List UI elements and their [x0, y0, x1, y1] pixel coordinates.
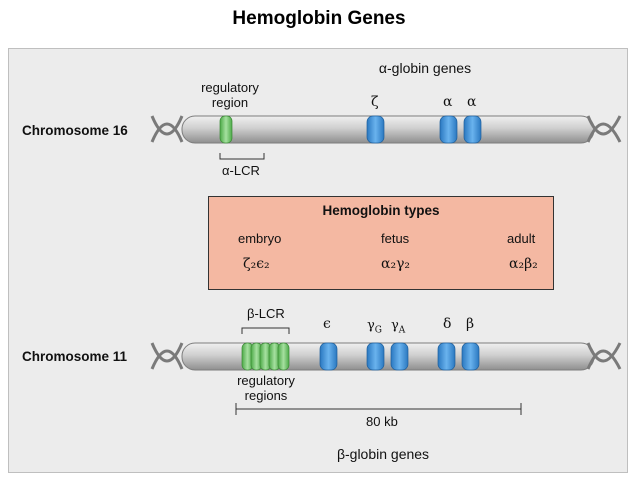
beta-regulatory-regions — [241, 342, 290, 371]
gene-gamma-g — [366, 342, 385, 371]
gene-gamma-a — [390, 342, 409, 371]
gene-label-zeta: ζ — [371, 94, 379, 110]
alpha-regulatory-label: regulatory region — [190, 80, 270, 110]
gene-label-alpha-1: α — [467, 94, 477, 110]
page-title: Hemoglobin Genes — [232, 8, 406, 29]
gene-zeta — [366, 115, 385, 144]
gene-label-alpha-2: α — [443, 94, 453, 110]
chromosome-16 — [150, 115, 622, 160]
gamma-g-symbol: γ — [367, 318, 375, 333]
beta-lcr-bracket — [241, 327, 290, 334]
alpha-regulatory-region — [219, 115, 233, 144]
beta-globin-heading: β-globin genes — [336, 446, 430, 462]
alpha-regulatory-label-line1: regulatory — [201, 80, 259, 95]
chromosome-11-label: Chromosome 11 — [22, 349, 128, 364]
gene-label-epsilon: ϵ — [323, 316, 331, 332]
formula-embryo: ζ₂ϵ₂ — [243, 256, 270, 272]
chromosome-11 — [150, 327, 622, 415]
alpha-lcr-label: α-LCR — [222, 163, 260, 178]
chromosome-16-body — [181, 115, 595, 144]
dna-twist-right-11 — [586, 342, 622, 370]
beta-regulatory-label: regulatory regions — [226, 373, 306, 403]
scale-label: 80 kb — [366, 414, 398, 429]
gamma-g-subscript: G — [374, 325, 382, 336]
formula-adult: α₂β₂ — [509, 256, 538, 272]
chromosome-16-label: Chromosome 16 — [22, 123, 128, 138]
gamma-a-symbol: γ — [391, 318, 399, 333]
gene-alpha-1 — [463, 115, 482, 144]
gene-alpha-2 — [439, 115, 458, 144]
stage-adult: adult — [507, 231, 536, 246]
formula-fetus: α₂γ₂ — [381, 256, 411, 272]
beta-regulatory-label-line2: regions — [244, 388, 288, 403]
gene-label-gamma-g: γG — [367, 318, 382, 336]
gamma-a-subscript: A — [398, 325, 406, 336]
gene-label-delta: δ — [443, 316, 452, 332]
hemoglobin-types-box — [208, 196, 554, 290]
gene-beta — [461, 342, 480, 371]
hemoglobin-types-heading: Hemoglobin types — [322, 203, 440, 218]
gene-label-beta: β — [466, 316, 475, 332]
gene-label-gamma-a: γA — [391, 318, 405, 336]
beta-lcr-label: β-LCR — [247, 306, 285, 321]
alpha-regulatory-label-line2: region — [211, 95, 249, 110]
alpha-globin-heading: α-globin genes — [378, 60, 472, 76]
alpha-lcr-bracket — [219, 153, 265, 160]
stage-fetus: fetus — [381, 231, 410, 246]
dna-twist-right-16 — [586, 115, 622, 143]
dna-twist-left-16 — [150, 115, 184, 143]
stage-embryo: embryo — [238, 231, 282, 246]
gene-epsilon — [319, 342, 338, 371]
beta-regulatory-label-line1: regulatory — [237, 373, 295, 388]
gene-delta — [437, 342, 456, 371]
dna-twist-left-11 — [150, 342, 184, 370]
scale-bar-80kb — [235, 403, 522, 415]
